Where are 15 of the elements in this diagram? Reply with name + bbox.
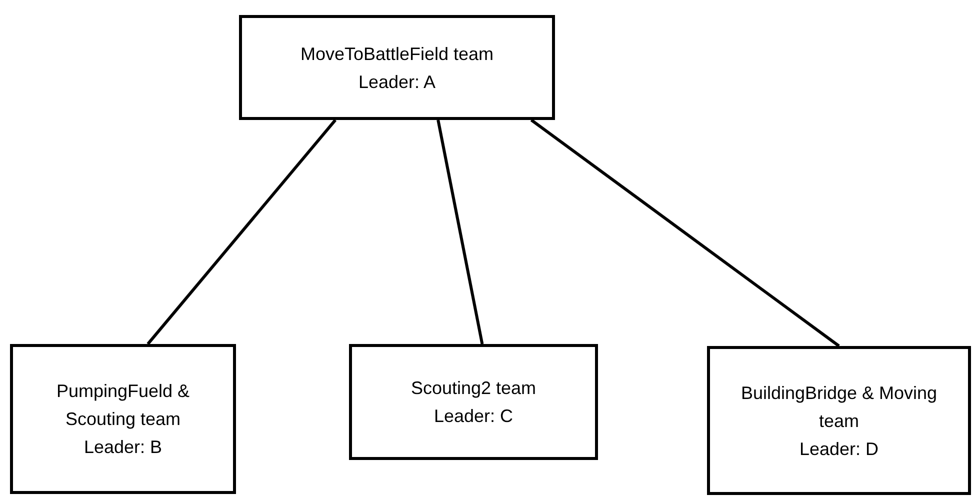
connector-line — [146, 119, 337, 345]
leader-label: Leader: A — [358, 70, 436, 94]
team-name: MoveToBattleField team — [300, 42, 494, 66]
connector-line — [436, 120, 484, 344]
leader-label: Leader: D — [799, 438, 879, 460]
team-box — [349, 344, 598, 460]
leader-label: Leader: C — [434, 405, 514, 428]
team-box — [10, 344, 236, 494]
team-name: PumpingFueld & Scouting team — [55, 380, 191, 431]
team-box — [239, 15, 555, 120]
team-name: BuildingBridge & Moving team — [740, 382, 938, 432]
leader-label: Leader: B — [84, 436, 162, 459]
team-name: Scouting2 team — [410, 377, 536, 400]
team-box — [707, 346, 971, 495]
connector-line — [530, 118, 840, 348]
